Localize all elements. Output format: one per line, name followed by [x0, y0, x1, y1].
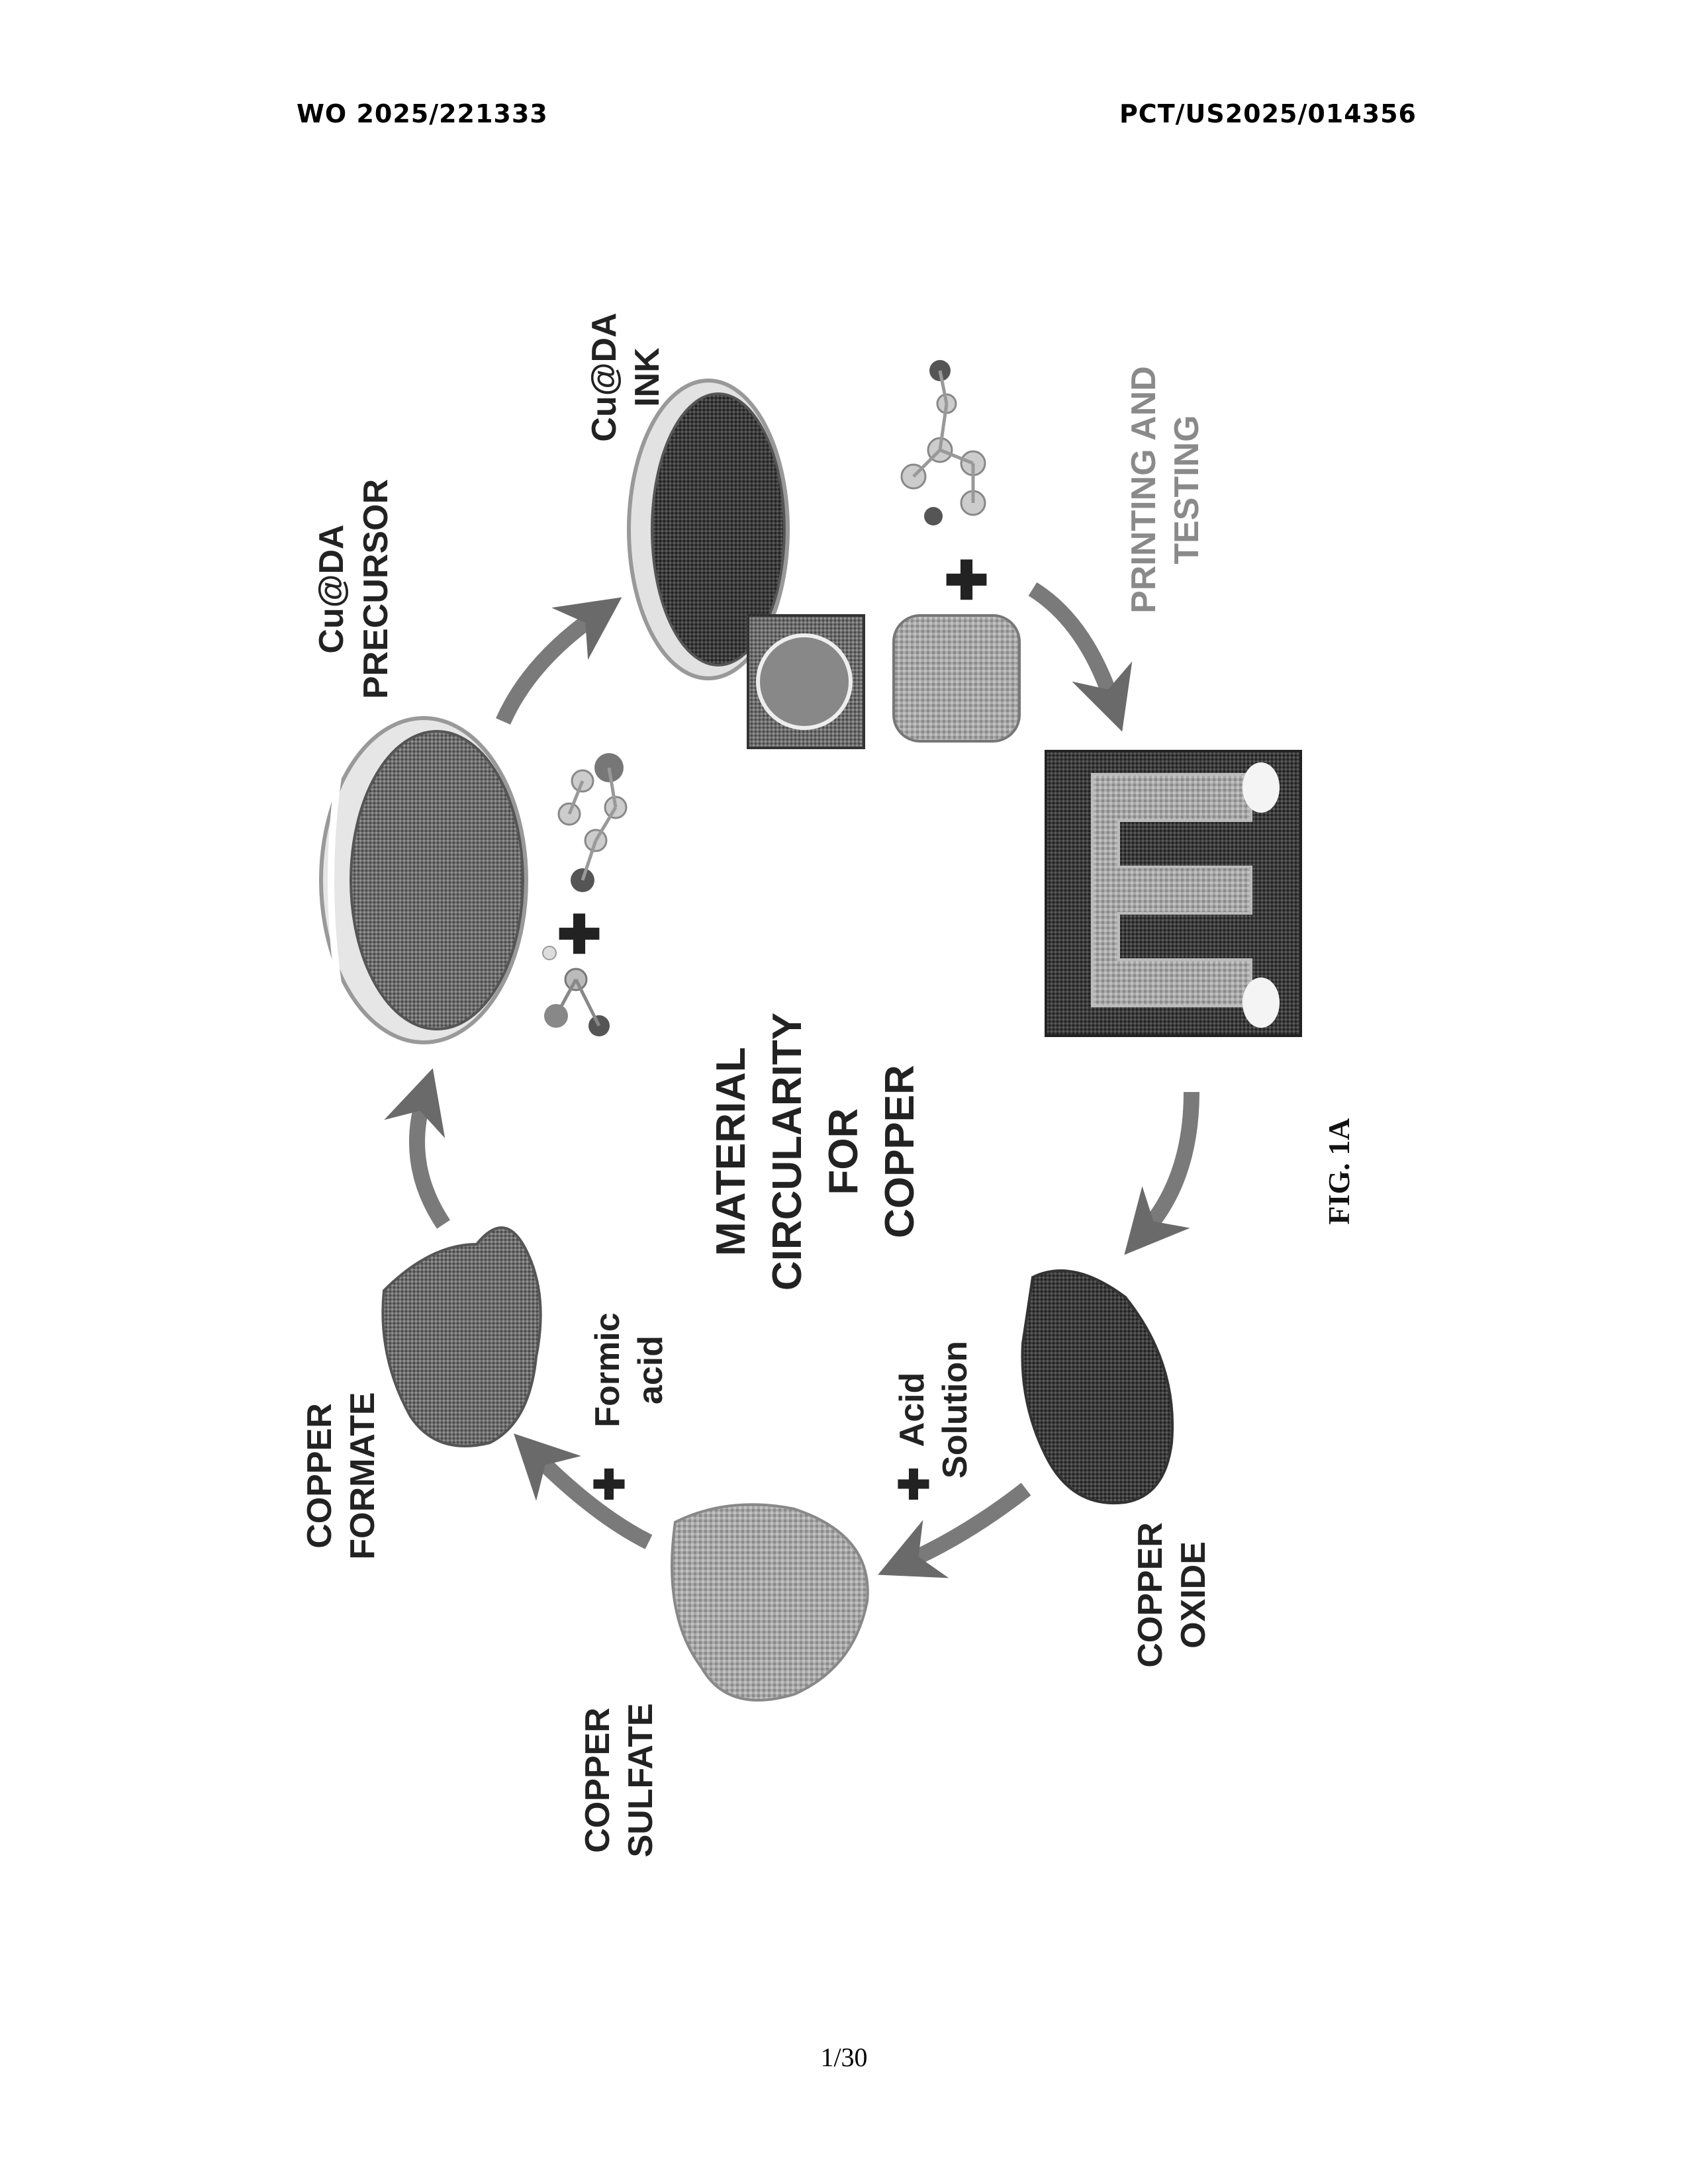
printing-label-line-1: PRINTING AND	[1125, 366, 1163, 614]
copper-sulfate-image	[672, 1504, 868, 1700]
ink-label-line-1: Cu@DA	[585, 312, 624, 441]
formic-acid-line-1: Formic	[588, 1312, 627, 1427]
printing-label: PRINTING AND TESTING	[1125, 366, 1206, 614]
center-title-line-1: MATERIAL	[708, 1047, 754, 1256]
page-number: 1/30	[0, 2042, 1688, 2073]
sulfate-label-line-2: SULFATE	[622, 1703, 660, 1857]
arrow-formate-to-precursor	[417, 1099, 444, 1224]
formic-acid-reagent: ✚ Formic acid	[588, 1312, 670, 1508]
sulfate-label: COPPER SULFATE	[579, 1703, 660, 1857]
precursor-dish	[321, 718, 526, 1042]
formate-label-line-1: COPPER	[301, 1403, 339, 1549]
acid-solution-line-2: Solution	[936, 1341, 974, 1479]
arrow-ink-to-print	[1033, 589, 1112, 702]
center-title-line-4: COPPER	[877, 1065, 923, 1238]
precursor-label-line-2: PRECURSOR	[357, 479, 395, 699]
plus-icon: ✚	[592, 1463, 626, 1508]
plus-icon: ✚	[944, 551, 988, 610]
figure-caption: FIG. 1A	[1322, 1118, 1356, 1225]
copper-formate-image	[383, 1228, 540, 1446]
printed-electrode-image	[1046, 751, 1301, 1036]
plus-icon: ✚	[557, 905, 601, 964]
arrow-print-to-oxide	[1145, 1092, 1192, 1231]
precursor-label: Cu@DA PRECURSOR	[312, 479, 395, 699]
sulfate-label-line-1: COPPER	[579, 1707, 617, 1853]
ink-label-line-2: INK	[628, 347, 667, 407]
center-title-line-2: CIRCULARITY	[765, 1013, 810, 1291]
copper-oxide-image	[1022, 1271, 1172, 1503]
nanoparticle-cluster-icon	[894, 615, 1019, 741]
precursor-label-line-1: Cu@DA	[312, 524, 351, 653]
center-title: MATERIAL CIRCULARITY FOR COPPER	[708, 1013, 923, 1291]
dodecylamine-molecule-icon	[559, 753, 626, 892]
formate-label: COPPER FORMATE	[301, 1392, 382, 1559]
acid-solution-line-1: Acid	[893, 1373, 931, 1447]
ligand-molecule-icon	[902, 360, 985, 525]
plus-icon: ✚	[896, 1463, 931, 1508]
printing-label-line-2: TESTING	[1168, 415, 1206, 564]
center-title-line-3: FOR	[821, 1109, 867, 1195]
acid-solution-reagent: ✚ Acid Solution	[893, 1341, 974, 1508]
arrow-precursor-to-ink	[503, 615, 596, 721]
oxide-label: COPPER OXIDE	[1131, 1522, 1213, 1668]
oxide-label-line-1: COPPER	[1131, 1522, 1170, 1668]
formate-label-line-2: FORMATE	[344, 1392, 382, 1559]
formic-acid-line-2: acid	[632, 1336, 670, 1404]
oxide-label-line-2: OXIDE	[1174, 1541, 1213, 1649]
ink-dish	[629, 381, 864, 748]
